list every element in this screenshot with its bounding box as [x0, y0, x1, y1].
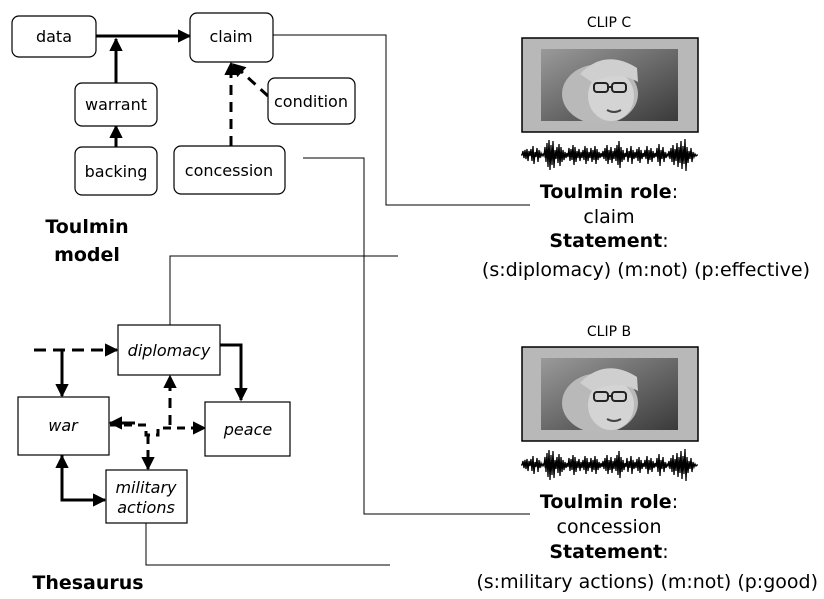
node-diplomacy-label: diplomacy — [128, 341, 211, 360]
clip-c-video-thumbnail[interactable] — [521, 37, 699, 133]
clip-c-title: CLIP C — [587, 15, 632, 31]
clip-b-statement-colon: : — [662, 541, 668, 563]
clip-c-audio-waveform — [521, 138, 698, 172]
leader-diplomacy-to-statement — [169, 255, 398, 325]
clip-b-audio-waveform — [521, 448, 698, 482]
node-condition: condition — [267, 77, 356, 125]
leader-lines — [145, 34, 530, 566]
leader-military-to-statement — [145, 523, 390, 566]
node-diplomacy: diplomacy — [117, 324, 221, 376]
node-condition-label: condition — [274, 92, 348, 111]
clip-c-face-image — [562, 59, 638, 124]
clip-b-video-thumbnail[interactable] — [521, 346, 699, 442]
node-war: war — [17, 396, 110, 456]
edge-diplomacy-peace — [220, 343, 248, 402]
toulmin-caption-line1: Toulmin — [45, 216, 128, 238]
toulmin-model: data claim warrant condition backing con… — [11, 12, 356, 266]
clip-c: CLIP C Toulmin role: claim Statement: (s… — [482, 15, 810, 281]
node-peace: peace — [204, 401, 291, 457]
thesaurus: diplomacy war peace military actions The… — [17, 324, 291, 594]
thesaurus-caption: Thesaurus — [32, 572, 143, 594]
clip-c-role-colon: : — [672, 181, 678, 203]
clip-c-role-line: Toulmin role: — [540, 181, 678, 203]
clip-c-statement: (s:diplomacy) (m:not) (p:effective) — [482, 259, 810, 281]
node-claim-label: claim — [209, 27, 252, 46]
clip-b-statement-label: Statement — [549, 541, 662, 563]
leader-concession-to-clipb — [303, 157, 530, 515]
node-backing-label: backing — [85, 162, 148, 181]
edge-condition-claim — [231, 62, 270, 98]
edge-war-military — [60, 455, 107, 507]
clip-b-role-colon: : — [672, 491, 678, 513]
clip-b-title: CLIP B — [587, 324, 631, 340]
node-data: data — [11, 15, 97, 58]
clip-b-face-image — [562, 368, 638, 433]
clip-c-role-label: Toulmin role — [540, 181, 672, 203]
node-war-label: war — [48, 416, 79, 435]
node-backing: backing — [74, 146, 158, 196]
node-military-label-line2: actions — [117, 498, 175, 517]
clip-c-statement-colon: : — [662, 230, 668, 252]
node-data-label: data — [36, 27, 72, 46]
clip-c-statement-line: Statement: — [549, 230, 668, 252]
node-warrant-label: warrant — [85, 95, 147, 114]
node-peace-label: peace — [223, 420, 273, 439]
clip-b-statement-line: Statement: — [549, 541, 668, 563]
node-concession-label: concession — [185, 161, 273, 180]
toulmin-caption-line2: model — [54, 244, 120, 266]
clip-b-role-label: Toulmin role — [540, 491, 672, 513]
node-warrant: warrant — [74, 82, 158, 127]
clip-b: CLIP B Toulmin role: concession Statemen… — [476, 324, 818, 593]
clip-c-statement-label: Statement — [549, 230, 662, 252]
node-military-actions: military actions — [105, 469, 188, 524]
clip-b-role-value: concession — [557, 516, 662, 538]
leader-claim-to-clipc — [273, 34, 530, 206]
clip-c-role-value: claim — [583, 206, 634, 228]
clip-b-statement: (s:military actions) (m:not) (p:good) — [476, 571, 818, 593]
node-concession: concession — [173, 145, 286, 195]
clip-b-role-line: Toulmin role: — [540, 491, 678, 513]
edge-hub-lines — [110, 421, 207, 437]
node-military-label-line1: military — [115, 478, 177, 497]
node-claim: claim — [189, 12, 274, 63]
